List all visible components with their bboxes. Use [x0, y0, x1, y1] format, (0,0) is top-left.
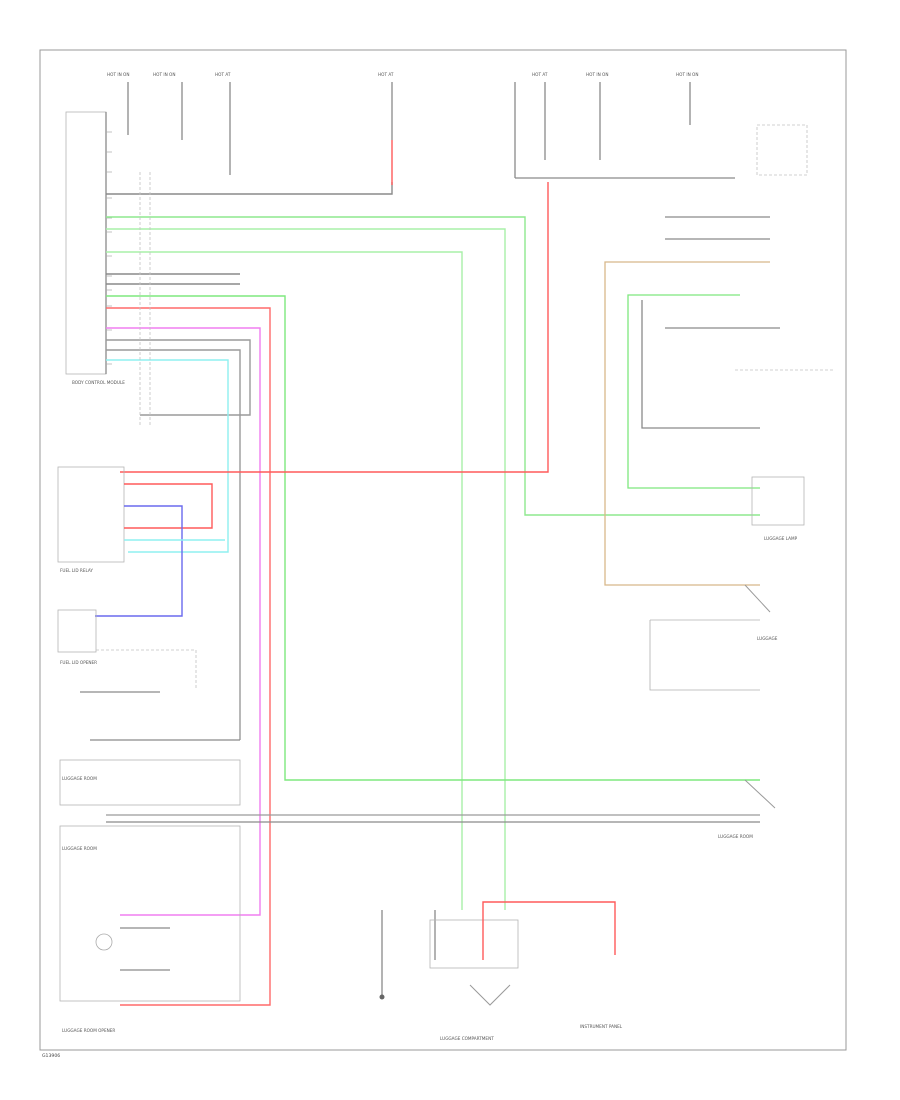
top-fuse-label-7: HOT IN ON [676, 72, 698, 77]
diagram-code: G13906 [42, 1053, 60, 1059]
luggage-room-box-2 [59, 825, 241, 1002]
luggage-lamp-symbol [95, 933, 113, 951]
bcm-connector-box [65, 111, 107, 375]
fuel-lid-relay-box [57, 466, 125, 563]
top-fuse-label-1: HOT IN ON [107, 72, 129, 77]
top-right-module [756, 124, 808, 176]
fuel-lid-relay-wires [95, 483, 225, 617]
right-lamp-box [751, 476, 805, 526]
left-label-2: FUEL LID OPENER [60, 660, 97, 665]
splice-label [248, 278, 249, 283]
left-label-4: LUGGAGE ROOM [62, 846, 97, 851]
fuel-lid-opener-box [57, 609, 97, 653]
luggage-compartment-connector [429, 919, 519, 969]
right-label-1: LUGGAGE LAMP [764, 536, 798, 541]
right-label-3: LUGGAGE ROOM [718, 834, 753, 839]
diagram-frame [39, 49, 847, 1051]
right-connector-wires [604, 216, 780, 586]
bcm-title: BODY CONTROL MODULE [72, 380, 125, 385]
bcm-wires [106, 182, 760, 1006]
bottom-label-1: LUGGAGE ROOM OPENER [62, 1028, 115, 1033]
left-label-1: FUEL LID RELAY [60, 568, 93, 573]
top-fuse-label-4: HOT AT [378, 72, 394, 77]
top-fuse-label-6: HOT IN ON [586, 72, 608, 77]
luggage-room-box-1 [59, 759, 241, 806]
right-label-2: LUGGAGE [757, 636, 778, 641]
ground-point [379, 994, 385, 1000]
left-label-3: LUGGAGE ROOM [62, 776, 97, 781]
top-fuse-label-3: HOT AT [215, 72, 231, 77]
bcm-pin-ticks [106, 131, 112, 365]
top-fuse-label-5: HOT AT [532, 72, 548, 77]
top-fuse-label-2: HOT IN ON [153, 72, 175, 77]
bottom-label-3: INSTRUMENT PANEL [580, 1024, 623, 1029]
fuse-feeds [127, 82, 735, 179]
bottom-label-2: LUGGAGE COMPARTMENT [440, 1036, 494, 1041]
